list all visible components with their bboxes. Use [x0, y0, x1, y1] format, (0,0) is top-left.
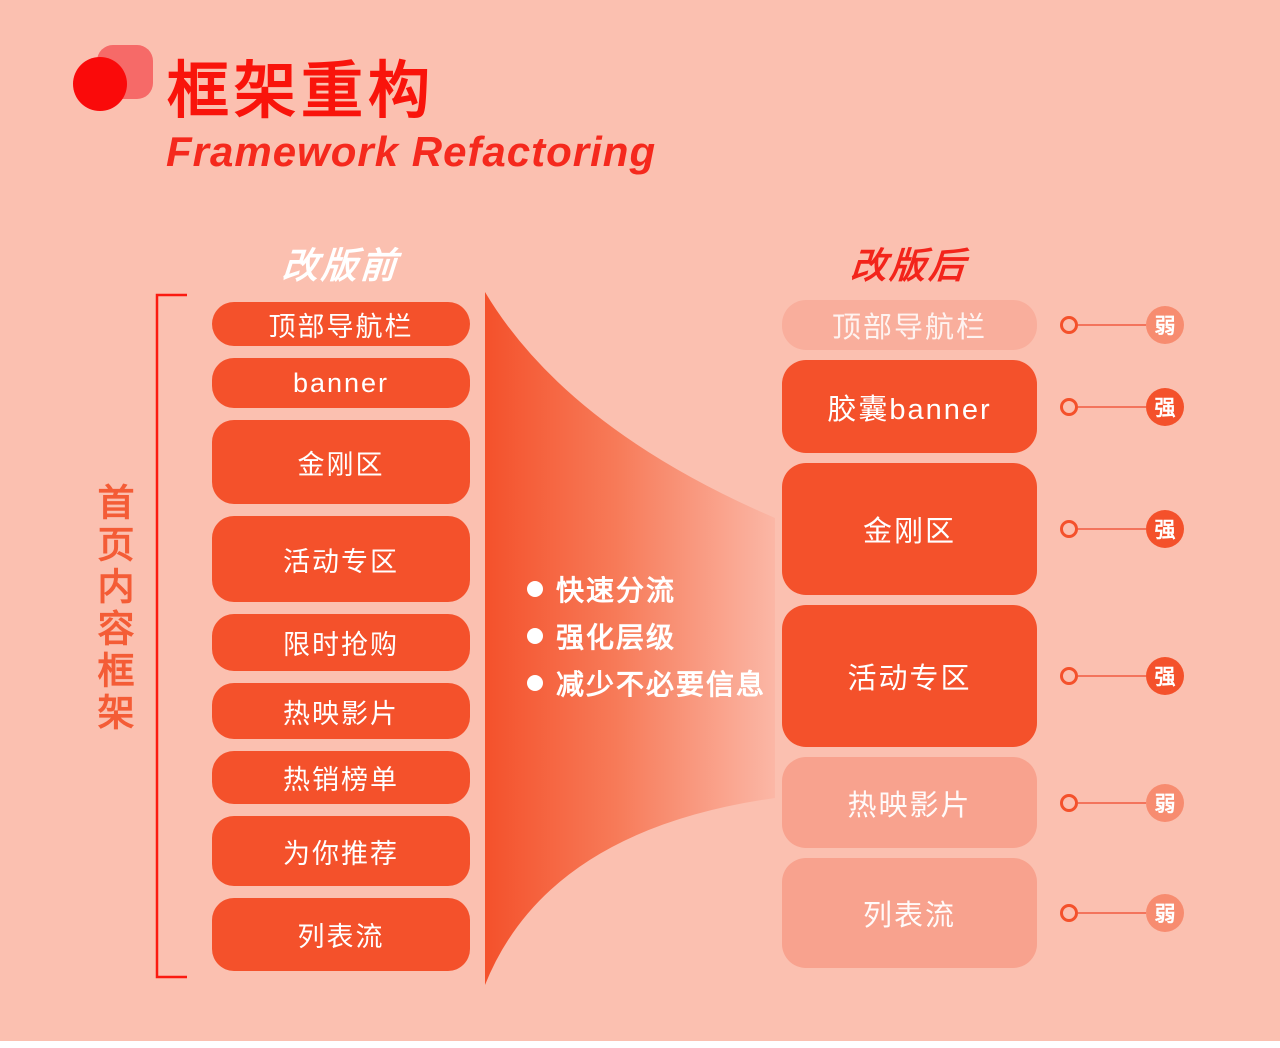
- after-item-activity: 活动专区: [782, 605, 1037, 747]
- strength-badge-strong: 强: [1146, 387, 1184, 426]
- before-item-best-sellers: 热销榜单: [212, 751, 470, 804]
- before-item-activity: 活动专区: [212, 516, 470, 602]
- before-item-hot-movies: 热映影片: [212, 683, 470, 739]
- connector-line: [1078, 405, 1146, 408]
- after-item-kingkong: 金刚区: [782, 463, 1037, 595]
- before-item-top-nav: 顶部导航栏: [212, 302, 470, 346]
- after-item-list-feed: 列表流: [782, 858, 1037, 968]
- connector: 强: [1060, 657, 1184, 695]
- connector: 弱: [1060, 306, 1184, 344]
- bullet-label: 减少不必要信息: [556, 668, 767, 700]
- after-item-hot-movies: 热映影片: [782, 757, 1037, 848]
- connector-ring-icon: [1060, 793, 1078, 812]
- after-row-top-nav: 顶部导航栏 弱: [782, 300, 1184, 350]
- bullet-row: 减少不必要信息: [527, 659, 766, 706]
- connector-line: [1078, 801, 1146, 804]
- bullet-dot-icon: [527, 580, 543, 597]
- connector: 弱: [1060, 783, 1184, 822]
- after-row-capsule-banner: 胶囊banner 强: [782, 360, 1184, 453]
- page-title: 框架重构: [167, 57, 436, 126]
- connector-line: [1078, 528, 1146, 530]
- after-row-list-feed: 列表流 弱: [782, 858, 1184, 968]
- connector: 强: [1060, 387, 1184, 426]
- connector-ring-icon: [1060, 316, 1078, 334]
- before-column: 顶部导航栏 banner 金刚区 活动专区 限时抢购 热映影片 热销榜单 为你推…: [212, 302, 470, 983]
- after-column: 顶部导航栏 弱 胶囊banner 强 金刚区 强 活动专区: [782, 300, 1184, 978]
- connector-ring-icon: [1060, 520, 1078, 538]
- before-item-kingkong: 金刚区: [212, 420, 470, 504]
- before-item-flash-sale: 限时抢购: [212, 614, 470, 671]
- bullet-label: 强化层级: [556, 621, 677, 653]
- bullet-dot-icon: [527, 627, 543, 644]
- left-bracket: [155, 293, 187, 979]
- strength-badge-strong: 强: [1146, 657, 1184, 695]
- strength-badge-strong: 强: [1146, 510, 1184, 548]
- funnel-bullet-list: 快速分流 强化层级 减少不必要信息: [527, 565, 766, 706]
- connector-ring-icon: [1060, 397, 1078, 416]
- connector-line: [1078, 912, 1146, 914]
- after-row-activity: 活动专区 强: [782, 605, 1184, 747]
- strength-badge-weak: 弱: [1146, 894, 1184, 932]
- bottom-margin-strip: [0, 1041, 1280, 1048]
- connector-line: [1078, 675, 1146, 677]
- before-item-list-feed: 列表流: [212, 898, 470, 971]
- bullet-row: 快速分流: [527, 565, 766, 612]
- connector-ring-icon: [1060, 904, 1078, 922]
- heading-after: 改版后: [849, 245, 970, 286]
- bullet-label: 快速分流: [556, 574, 677, 606]
- after-item-capsule-banner: 胶囊banner: [782, 360, 1037, 453]
- funnel-shape: [485, 292, 775, 985]
- connector: 弱: [1060, 894, 1184, 932]
- after-item-top-nav: 顶部导航栏: [782, 300, 1037, 350]
- bullet-row: 强化层级: [527, 612, 766, 659]
- connector-ring-icon: [1060, 667, 1078, 685]
- strength-badge-weak: 弱: [1146, 783, 1184, 822]
- logo-circle: [73, 57, 127, 111]
- connector: 强: [1060, 510, 1184, 548]
- strength-badge-weak: 弱: [1146, 306, 1184, 344]
- connector-line: [1078, 324, 1146, 326]
- after-row-hot-movies: 热映影片 弱: [782, 757, 1184, 848]
- page-subtitle: Framework Refactoring: [166, 128, 657, 175]
- after-row-kingkong: 金刚区 强: [782, 463, 1184, 595]
- before-item-recommended: 为你推荐: [212, 816, 470, 886]
- before-item-banner: banner: [212, 358, 470, 408]
- bullet-dot-icon: [527, 674, 543, 691]
- heading-before: 改版前: [280, 245, 401, 286]
- side-label-homepage-framework: 首页内容框架: [92, 483, 133, 735]
